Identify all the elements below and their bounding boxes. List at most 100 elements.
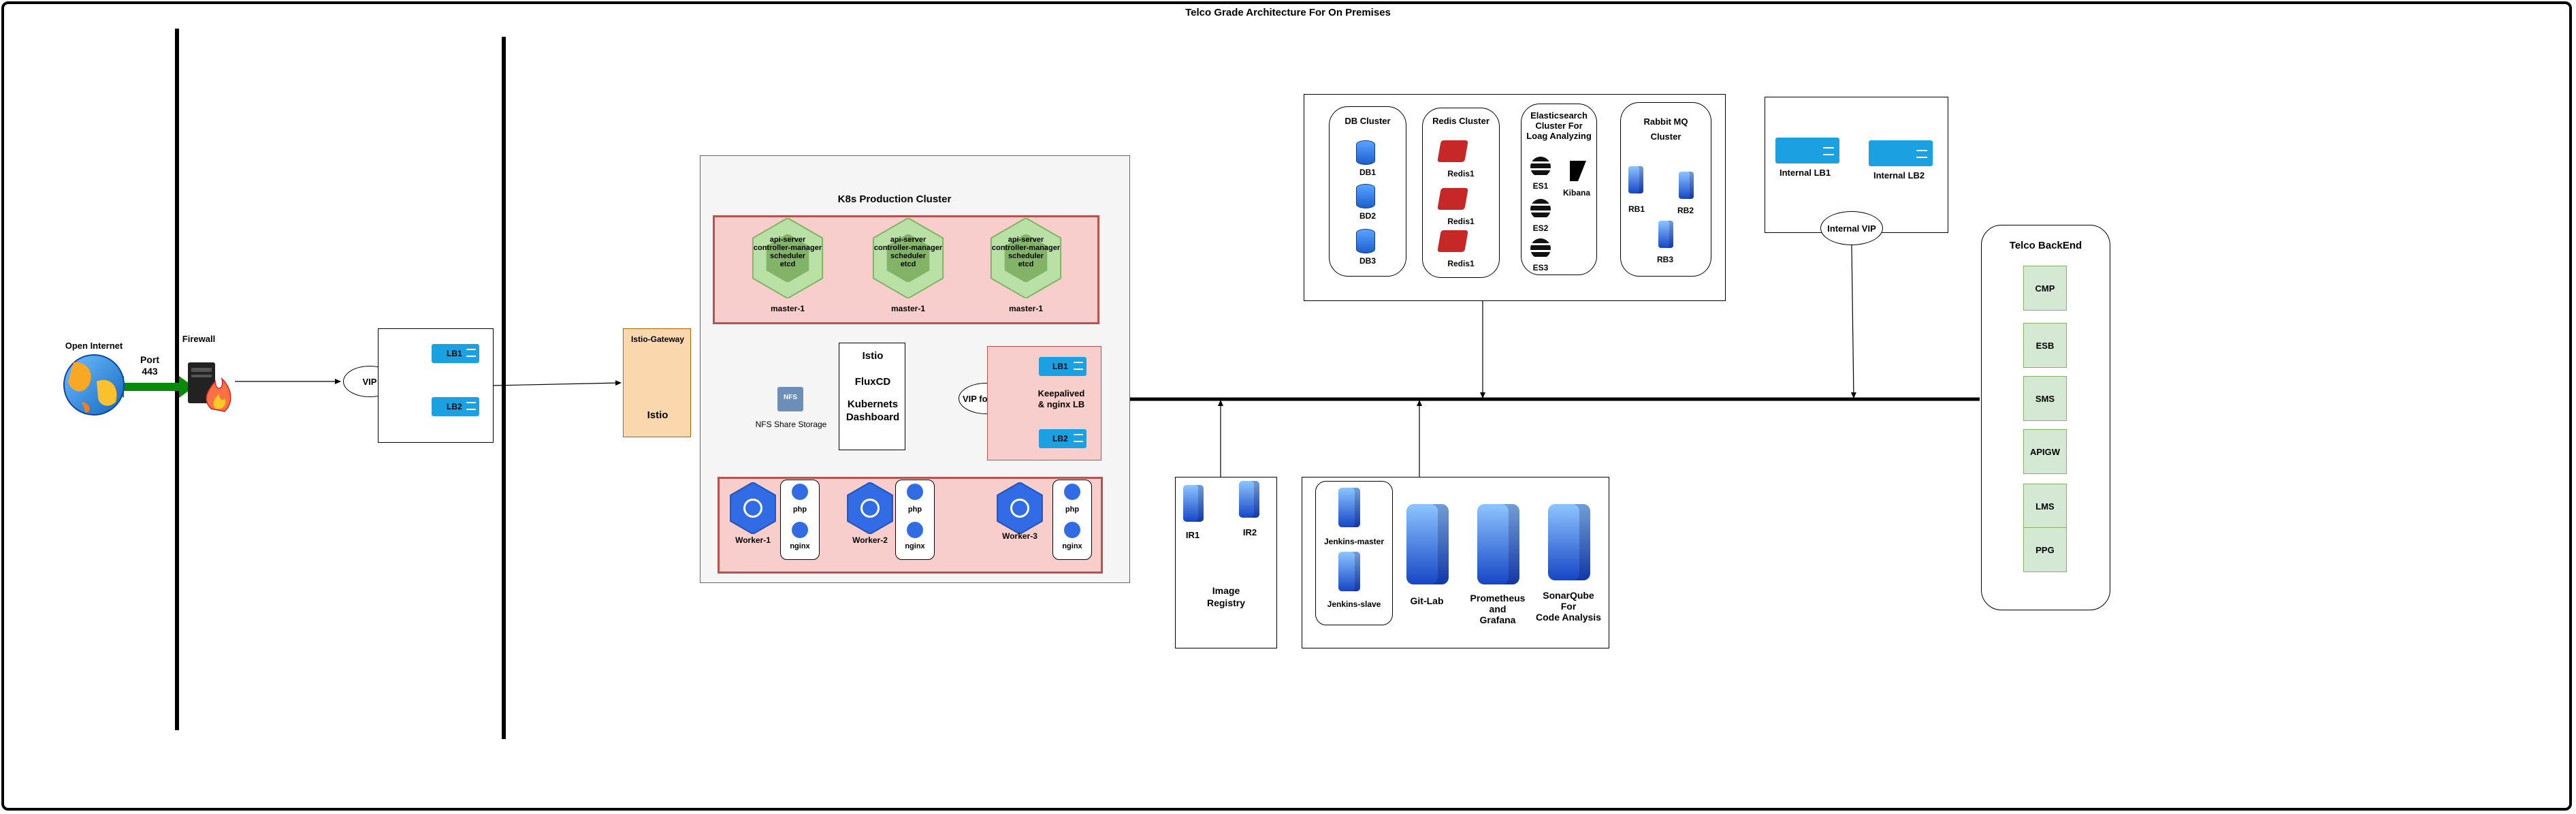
rabbitmq-node-icon[interactable] bbox=[1679, 172, 1694, 199]
redis-label: Redis1 bbox=[1447, 217, 1475, 226]
edge-lb1-label: LB1 bbox=[447, 349, 462, 358]
kubernetes-helm-icon bbox=[1010, 499, 1029, 518]
istio-gateway-box[interactable]: Istio-Gateway Istio bbox=[623, 328, 691, 437]
gitlab-server-icon[interactable] bbox=[1406, 504, 1449, 584]
master-components-text: api-server controller-manager scheduler … bbox=[991, 236, 1061, 268]
database-icon bbox=[1356, 140, 1375, 165]
sonarqube-label: SonarQube For Code Analysis bbox=[1536, 590, 1601, 623]
k8s-lb2-label: LB2 bbox=[1052, 434, 1068, 443]
internal-vip-label: Internal VIP bbox=[1827, 223, 1876, 234]
backend-service-sms[interactable]: SMS bbox=[2023, 376, 2067, 421]
server-icon bbox=[466, 402, 476, 410]
gitlab-label: Git-Lab bbox=[1410, 595, 1444, 606]
firewall-icon bbox=[188, 362, 231, 412]
redis-label: Redis1 bbox=[1447, 169, 1475, 178]
server-icon bbox=[1916, 150, 1927, 158]
redis-icon bbox=[1437, 140, 1468, 162]
istio-gateway-label: Istio bbox=[647, 409, 669, 421]
edge-lb2[interactable]: LB2 bbox=[432, 397, 479, 416]
tool-kubernetes-dashboard: Kubernets Dashboard bbox=[846, 398, 900, 423]
rabbitmq-node-label: RB1 bbox=[1628, 204, 1645, 214]
edge-lb2-label: LB2 bbox=[447, 402, 462, 411]
k8s-tools-box: Istio FluxCD Kubernets Dashboard bbox=[839, 343, 905, 450]
worker-node-label: Worker-2 bbox=[852, 535, 888, 545]
sonarqube-server-icon[interactable] bbox=[1548, 504, 1590, 580]
internal-lb1-label: Internal LB1 bbox=[1780, 168, 1831, 178]
nginx-container-icon bbox=[792, 522, 808, 538]
backend-service-apigw[interactable]: APIGW bbox=[2023, 429, 2067, 474]
nginx-container-label: nginx bbox=[790, 542, 810, 550]
backend-service-esb[interactable]: ESB bbox=[2023, 323, 2067, 368]
k8s-lb1[interactable]: LB1 bbox=[1039, 357, 1086, 376]
edge-vip-label: VIP bbox=[362, 376, 377, 387]
php-container-label: php bbox=[1065, 505, 1080, 514]
prometheus-server-icon[interactable] bbox=[1477, 504, 1519, 584]
registry-server-label: IR1 bbox=[1185, 530, 1200, 540]
internal-vip[interactable]: Internal VIP bbox=[1820, 211, 1883, 245]
php-container-icon bbox=[792, 484, 808, 500]
master-node-inner-icon bbox=[1004, 234, 1048, 282]
nginx-container-label: nginx bbox=[1062, 542, 1082, 550]
database-icon bbox=[1356, 184, 1375, 208]
elasticsearch-label: ES3 bbox=[1532, 263, 1549, 272]
database-label: BD2 bbox=[1359, 211, 1376, 221]
elasticsearch-icon bbox=[1530, 157, 1551, 177]
diagram-title: Telco Grade Architecture For On Premises bbox=[1185, 7, 1391, 18]
nginx-container-icon bbox=[1064, 522, 1080, 538]
registry-server-icon[interactable] bbox=[1239, 481, 1259, 518]
keepalived-label: Keepalived & nginx LB bbox=[1037, 388, 1085, 409]
backend-service-ppg[interactable]: PPG bbox=[2023, 527, 2067, 572]
open-internet-label: Open Internet bbox=[65, 341, 123, 351]
database-label: DB1 bbox=[1359, 168, 1376, 177]
jenkins-master-icon[interactable] bbox=[1338, 488, 1360, 527]
registry-server-icon[interactable] bbox=[1183, 485, 1204, 522]
rabbitmq-cluster-title: Rabbit MQ Cluster bbox=[1643, 116, 1688, 142]
master-node-label: master-1 bbox=[1008, 304, 1044, 313]
worker-node-label: Worker-3 bbox=[1002, 531, 1037, 541]
worker-node-label: Worker-1 bbox=[735, 535, 771, 545]
backend-service-cmp[interactable]: CMP bbox=[2023, 266, 2067, 311]
kubernetes-helm-icon bbox=[743, 499, 762, 518]
nfs-storage-icon[interactable]: NFS bbox=[777, 387, 803, 411]
es-cluster-title: Elasticsearch Cluster For Loag Analyzing bbox=[1526, 110, 1592, 141]
jenkins-slave-icon[interactable] bbox=[1338, 552, 1360, 591]
php-container-icon bbox=[907, 484, 923, 500]
telco-backend-title: Telco BackEnd bbox=[2009, 240, 2082, 251]
k8s-cluster-title: K8s Production Cluster bbox=[837, 193, 952, 205]
db-cluster-title: DB Cluster bbox=[1345, 116, 1391, 126]
rabbitmq-node-icon[interactable] bbox=[1658, 221, 1673, 248]
database-icon bbox=[1356, 229, 1375, 253]
server-icon bbox=[1823, 147, 1834, 155]
k8s-lb1-label: LB1 bbox=[1052, 362, 1068, 371]
nginx-container-label: nginx bbox=[905, 542, 925, 550]
internal-lb1[interactable] bbox=[1775, 138, 1839, 163]
backend-service-lms[interactable]: LMS bbox=[2023, 484, 2067, 529]
edge-lb1[interactable]: LB1 bbox=[432, 344, 479, 363]
istio-gateway-title: Istio-Gateway bbox=[630, 334, 685, 344]
internal-lb2[interactable] bbox=[1869, 140, 1933, 166]
master-node-label: master-1 bbox=[770, 304, 805, 313]
master-components-text: api-server controller-manager scheduler … bbox=[753, 236, 822, 268]
php-container-label: php bbox=[792, 505, 807, 514]
firewall-label: Firewall bbox=[182, 334, 216, 344]
k8s-lb2[interactable]: LB2 bbox=[1039, 429, 1086, 448]
jenkins-master-label: Jenkins-master bbox=[1323, 537, 1385, 546]
rabbitmq-node-label: RB3 bbox=[1656, 255, 1673, 264]
redis-cluster-title: Redis Cluster bbox=[1432, 116, 1490, 126]
master-components-text: api-server controller-manager scheduler … bbox=[873, 236, 943, 268]
rabbitmq-node-icon[interactable] bbox=[1628, 166, 1643, 193]
image-registry-group bbox=[1175, 477, 1277, 648]
master-node-inner-icon bbox=[766, 234, 809, 282]
tool-fluxcd: FluxCD bbox=[854, 376, 891, 388]
jenkins-slave-label: Jenkins-slave bbox=[1327, 599, 1381, 609]
worker-pod-group[interactable] bbox=[780, 480, 820, 560]
port-443-label: Port 443 bbox=[140, 354, 159, 377]
server-icon bbox=[466, 349, 476, 357]
master-node-inner-icon bbox=[886, 234, 930, 282]
internet-globe-icon bbox=[63, 354, 125, 416]
prometheus-label: Prometheus and Grafana bbox=[1470, 593, 1526, 625]
server-icon bbox=[1074, 434, 1083, 442]
php-container-label: php bbox=[907, 505, 922, 514]
tool-istio: Istio bbox=[862, 350, 884, 362]
